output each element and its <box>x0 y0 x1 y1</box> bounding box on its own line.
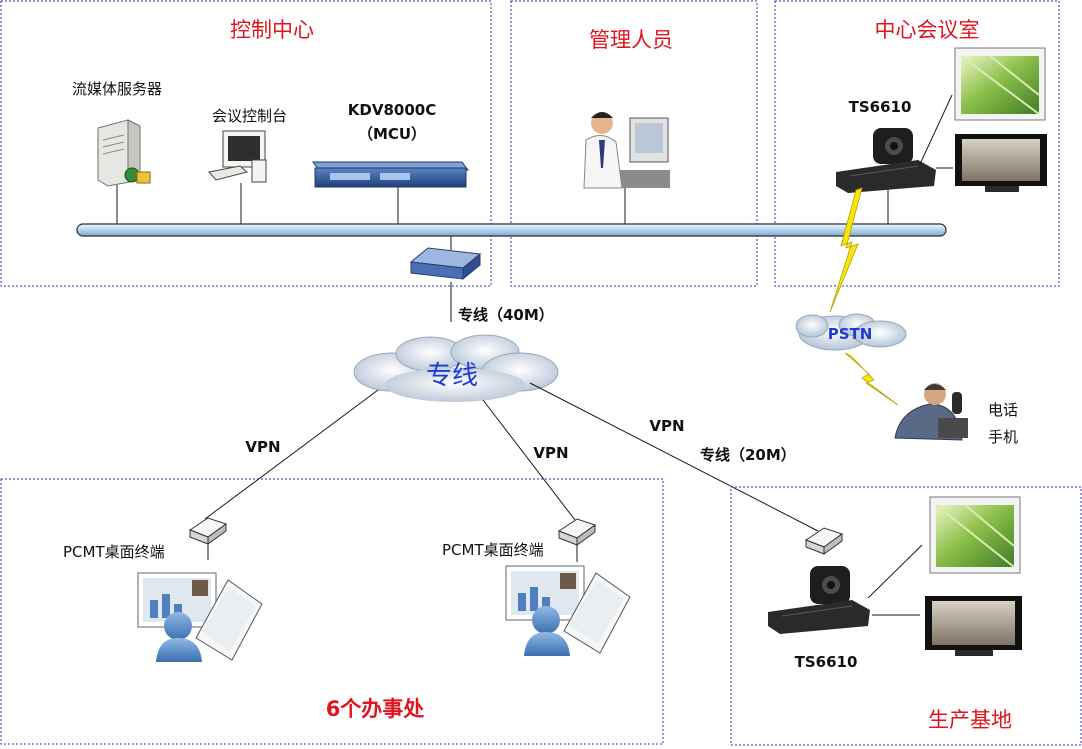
zone-title-admin: 管理人员 <box>589 28 673 52</box>
zone-title-conference-room: 中心会议室 <box>875 18 980 42</box>
router-switch-icon <box>409 247 482 281</box>
lan-backbone-bus <box>76 223 947 237</box>
zone-production-base: 生产基地 <box>730 486 1082 746</box>
mcu-device-icon <box>312 161 469 188</box>
lightning-center-pstn-icon <box>829 187 863 313</box>
label-leased-20m: 专线（20M） <box>700 446 796 464</box>
vpn-router-left-icon <box>188 517 228 545</box>
link-cloud-to-left-office <box>204 389 379 520</box>
monitor-nature-center-icon <box>954 47 1046 121</box>
server-icon <box>97 119 151 187</box>
admin-person-icon <box>583 112 670 189</box>
monitor-meeting-center-icon <box>955 134 1047 192</box>
zone-offices: 6个办事处 <box>0 478 664 745</box>
pstn-cloud: PSTN <box>795 313 907 351</box>
bus-drop-lines <box>116 183 889 250</box>
label-phone-line2: 手机 <box>988 428 1018 446</box>
zone-title-production-base: 生产基地 <box>928 708 1012 732</box>
link-cloud-to-right-office <box>482 399 576 521</box>
label-console: 会议控制台 <box>212 107 287 125</box>
link-ts-to-monitor-top <box>919 94 953 165</box>
lightning-pstn-phone-icon <box>844 352 899 406</box>
cloud-label: 专线 <box>426 361 478 391</box>
label-vpn-left: VPN <box>245 438 280 456</box>
zone-title-offices: 6个办事处 <box>326 697 425 721</box>
label-leased-40m: 专线（40M） <box>458 306 554 324</box>
pcmt-desktop-terminal-left-icon <box>137 572 263 662</box>
link-base-ts-to-monitor-top <box>867 544 923 599</box>
pcmt-desktop-terminal-right-icon <box>505 565 631 656</box>
zone-conference-room: 中心会议室 <box>774 0 1060 287</box>
label-pcmt-left: PCMT桌面终端 <box>63 543 165 561</box>
label-phone-line1: 电话 <box>988 401 1018 419</box>
monitor-nature-base-icon <box>929 496 1021 574</box>
label-mcu-model: KDV8000C <box>348 101 436 119</box>
vpn-router-base-icon <box>804 527 844 555</box>
label-ts-base: TS6610 <box>795 653 858 671</box>
vpn-router-right-icon <box>557 518 597 546</box>
monitor-meeting-base-icon <box>925 596 1022 656</box>
ts6610-terminal-center-icon <box>836 128 936 193</box>
zone-admin: 管理人员 <box>510 0 758 287</box>
pstn-label: PSTN <box>828 325 873 343</box>
label-pcmt-right: PCMT桌面终端 <box>442 541 544 559</box>
label-vpn-right: VPN <box>649 417 684 435</box>
zone-title-control-center: 控制中心 <box>230 18 314 42</box>
label-ts-center: TS6610 <box>849 98 912 116</box>
label-mcu-sub: （MCU） <box>358 125 426 143</box>
console-computer-icon <box>208 130 267 183</box>
label-streaming-server: 流媒体服务器 <box>72 80 162 98</box>
ts6610-terminal-base-icon <box>768 566 870 634</box>
leased-line-cloud: 专线 <box>353 334 559 402</box>
zone-control-center: 控制中心 <box>0 0 492 287</box>
link-cloud-to-production-base <box>529 382 819 532</box>
label-vpn-mid: VPN <box>533 444 568 462</box>
phone-caller-person-icon <box>894 383 968 441</box>
